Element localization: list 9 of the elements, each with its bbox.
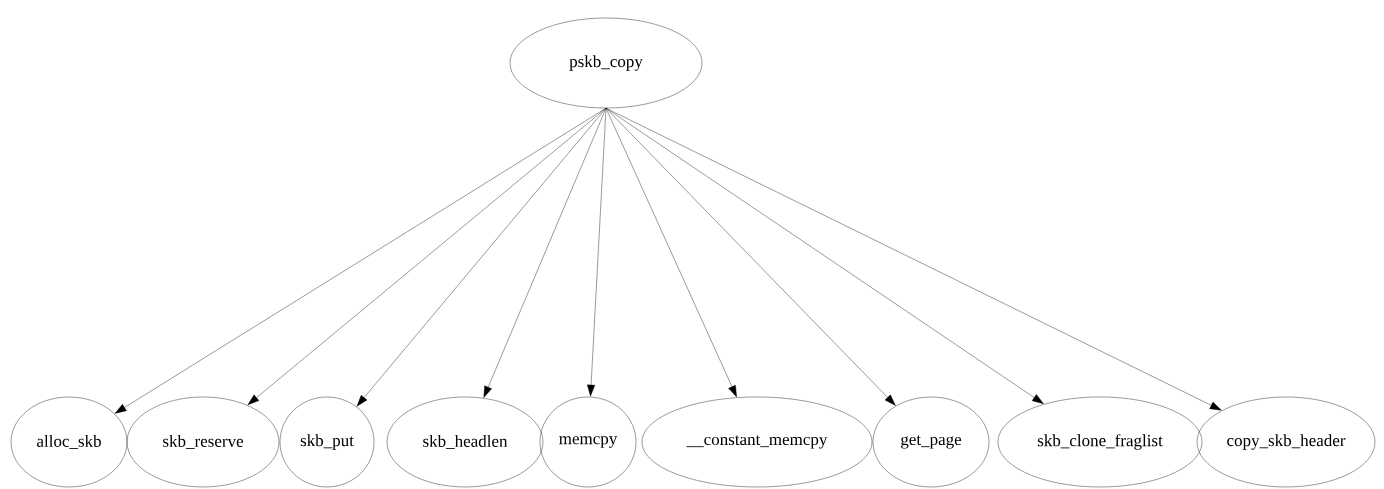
arrow — [605, 108, 1222, 411]
arrow — [605, 108, 737, 398]
arrow — [587, 108, 607, 397]
arrow — [605, 108, 1044, 404]
arrow — [605, 108, 896, 406]
arrow — [483, 108, 607, 398]
arrow — [247, 108, 607, 406]
arrow — [356, 108, 607, 407]
arrow — [114, 108, 607, 414]
